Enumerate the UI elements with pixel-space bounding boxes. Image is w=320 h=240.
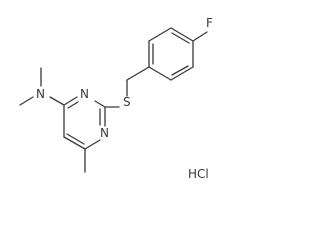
bond-namine-me2: [19, 96, 34, 106]
bond-c-f: [192, 31, 208, 42]
bond-c6-namine: [49, 96, 65, 106]
bond-ar3: [170, 66, 194, 81]
bond-ar1: [170, 27, 194, 42]
bond-c4-c5: [63, 136, 86, 150]
hcl-salt-label: HCl: [188, 167, 209, 181]
bond-c6-n1-double: [67, 101, 79, 109]
bond-c2-n1: [94, 100, 106, 108]
bond-c4-c5-double: [66, 133, 85, 145]
pyrimidine-ring: N N: [63, 87, 109, 150]
fluorophenyl-ring: [148, 27, 194, 81]
amine-nitrogen: N: [36, 87, 45, 101]
fluorine-atom: F: [206, 16, 213, 30]
bond-ar-inner1: [171, 32, 190, 44]
ring-nitrogen-bottom: N: [100, 126, 109, 140]
bond-ring-ch2: [126, 66, 150, 81]
sulfur-atom: S: [123, 95, 131, 109]
molecule-structure: F S N N N HCl: [19, 16, 213, 181]
bond-ar4: [148, 66, 172, 81]
bond-n1-c6: [63, 96, 78, 106]
ring-nitrogen-top: N: [80, 87, 89, 101]
bond-ar-inner2: [171, 65, 189, 76]
bond-ar6: [148, 27, 172, 42]
bond-n3-c4: [84, 139, 101, 150]
